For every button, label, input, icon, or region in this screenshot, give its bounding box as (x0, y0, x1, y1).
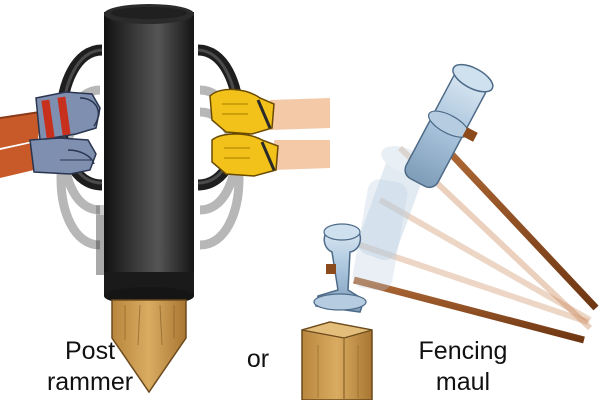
caption-post-rammer-line2: rammer (46, 368, 134, 396)
fencing-maul-icon (313, 63, 599, 344)
caption-fencing-maul-line1: Fencing (418, 337, 508, 365)
caption-post-rammer-line1: Post (64, 337, 116, 365)
wooden-post-icon (301, 321, 373, 400)
caption-fencing-maul: Fencing maul (408, 336, 518, 398)
wooden-post-icon (111, 299, 187, 394)
gloved-hands-icon (0, 88, 330, 178)
caption-fencing-maul-line2: maul (435, 368, 491, 396)
caption-post-rammer: Post rammer (40, 336, 140, 398)
caption-or: or (246, 345, 270, 373)
